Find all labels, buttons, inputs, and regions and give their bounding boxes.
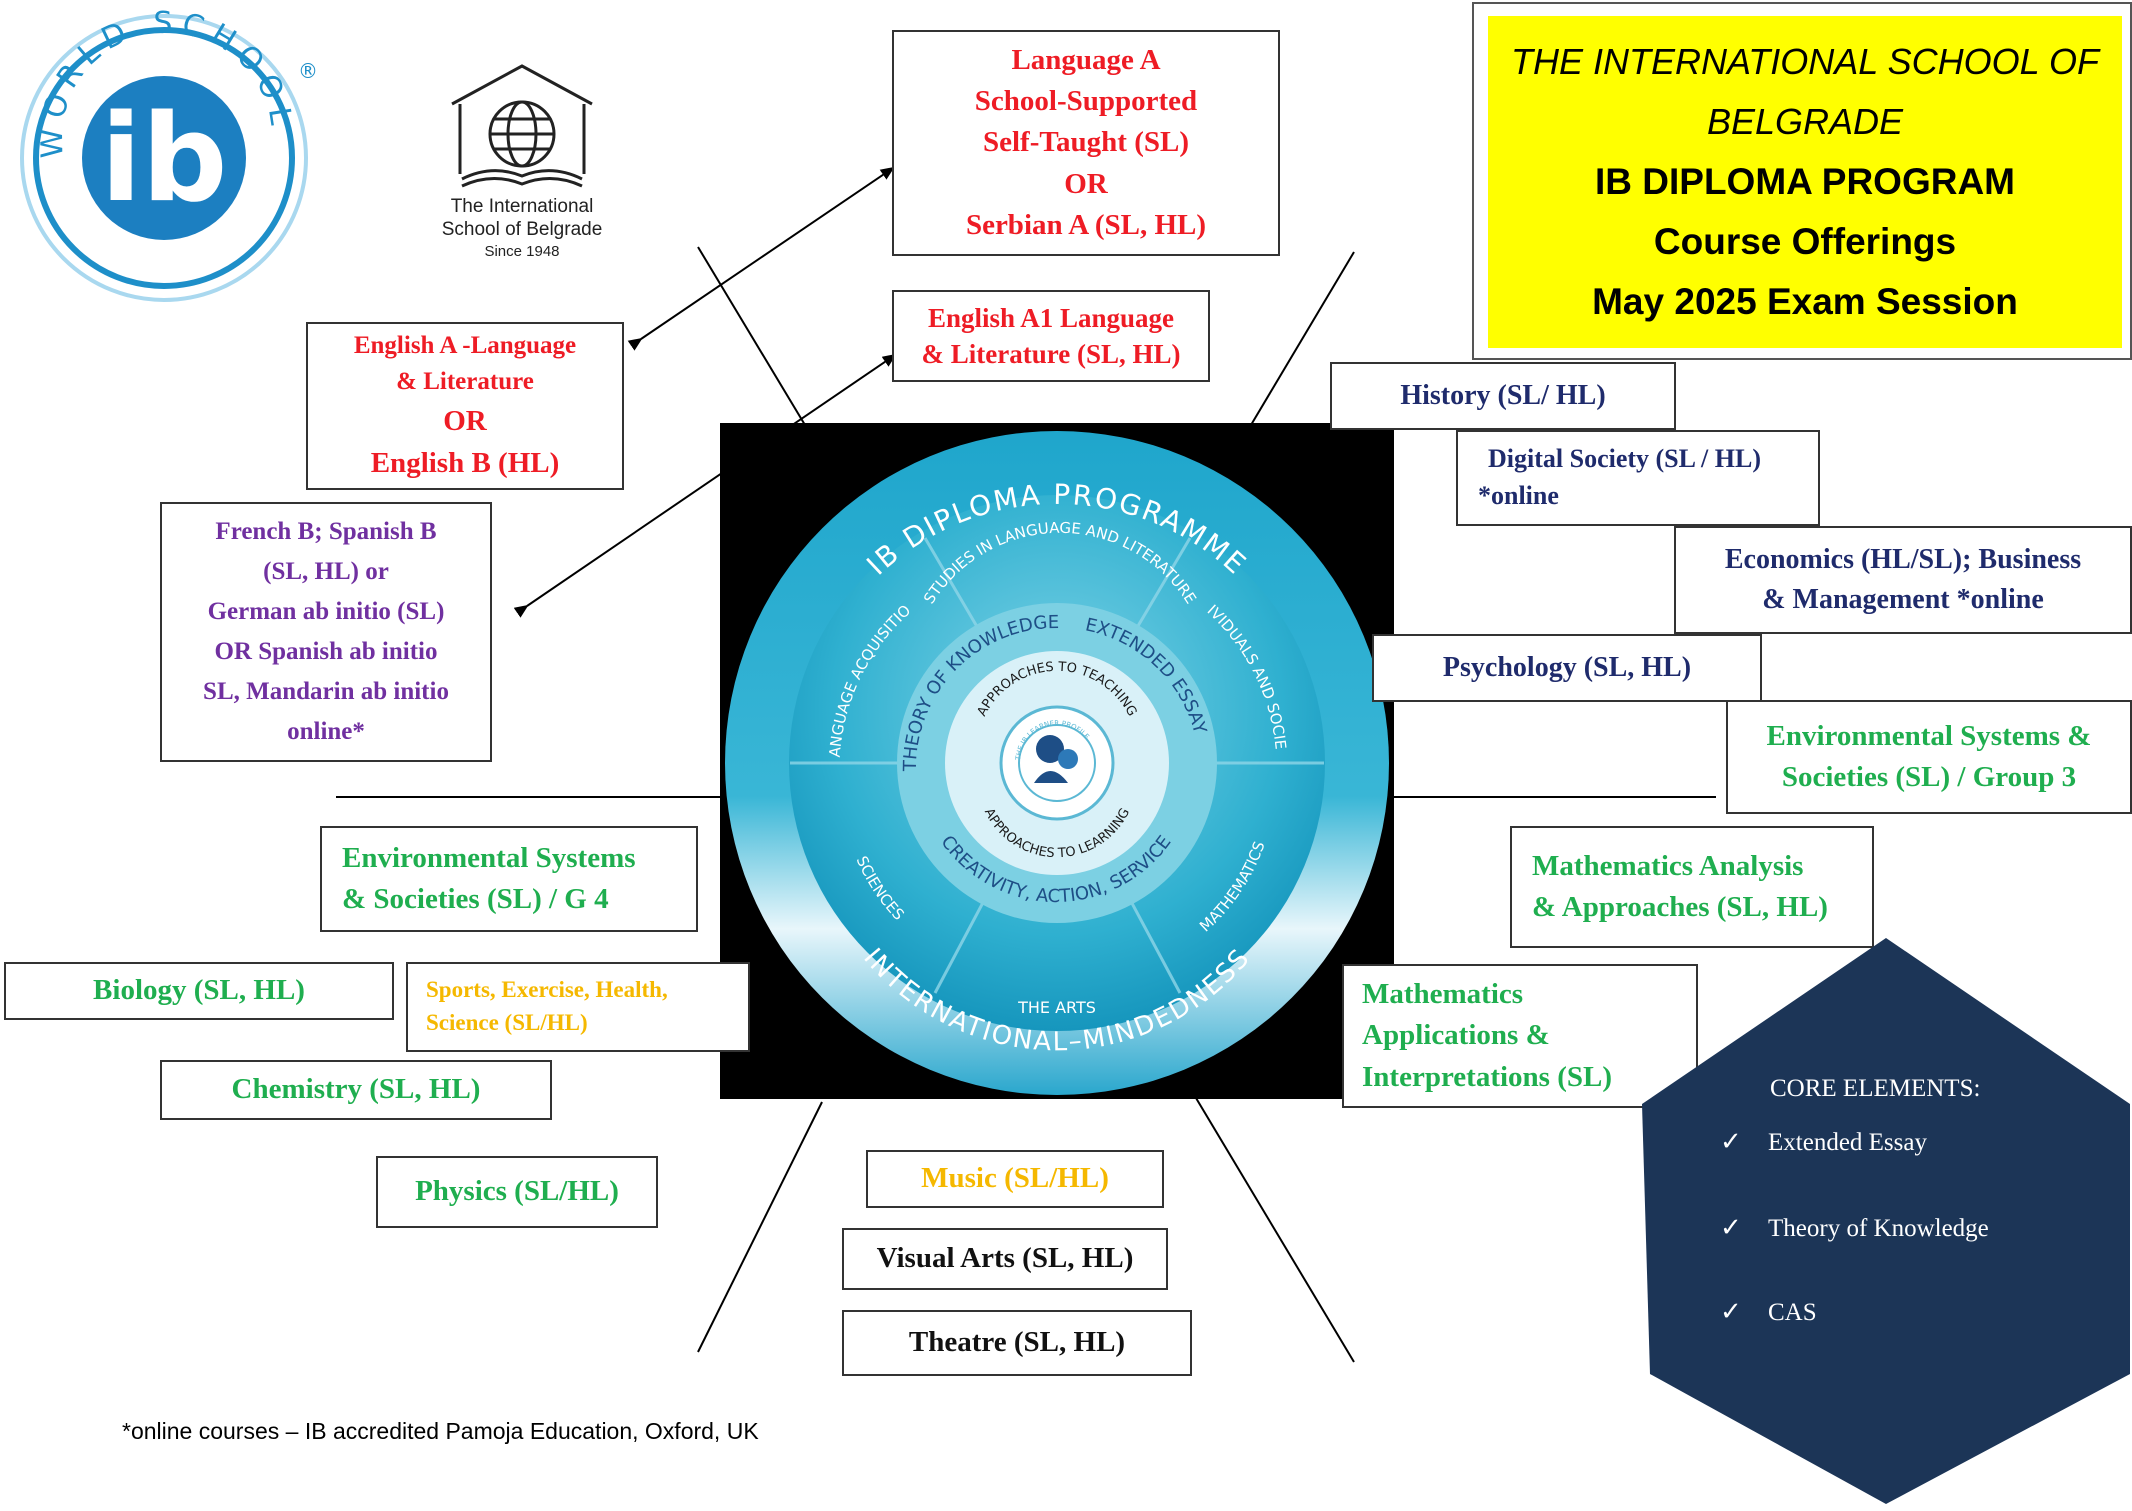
digital-society-line2: *online <box>1478 481 1559 510</box>
footnote: *online courses – IB accredited Pamoja E… <box>122 1418 759 1444</box>
core-item-cas: CAS <box>1768 1299 1817 1326</box>
language-b-line5: SL, Mandarin ab initio <box>203 678 449 705</box>
core-item-ee: Extended Essay <box>1768 1129 1927 1156</box>
check-icon: ✓ <box>1720 1297 1742 1326</box>
math-ai-box: Mathematics Applications & Interpretatio… <box>1342 964 1698 1108</box>
visual-arts-box: Visual Arts (SL, HL) <box>842 1228 1168 1290</box>
core-heading: CORE ELEMENTS: <box>1770 1075 1980 1102</box>
economics-line2: & Management *online <box>1762 584 2044 615</box>
economics-line1: Economics (HL/SL); Business <box>1724 544 2082 576</box>
check-icon: ✓ <box>1720 1213 1742 1242</box>
sehs-box: Sports, Exercise, Health, Science (SL/HL… <box>406 962 750 1052</box>
theatre-box: Theatre (SL, HL) <box>842 1310 1192 1376</box>
language-a-line4: OR <box>1064 167 1108 200</box>
sehs-line1: Sports, Exercise, Health, <box>426 977 668 1003</box>
learner-profile-faces-icon <box>1034 735 1078 783</box>
title-line2: BELGRADE <box>1706 101 1904 142</box>
ib-programme-wheel: IB DIPLOMA PROGRAMME INTERNATIONAL–MINDE… <box>714 409 1394 1099</box>
check-icon: ✓ <box>1720 1127 1742 1156</box>
core-elements-hexagon: CORE ELEMENTS: ✓ Extended Essay ✓ Theory… <box>1640 936 2132 1506</box>
digital-society-line1: Digital Society (SL / HL) <box>1488 444 1761 474</box>
isb-line2: School of Belgrade <box>442 219 603 240</box>
economics-box: Economics (HL/SL); Business & Management… <box>1674 526 2132 634</box>
isb-line3: Since 1948 <box>484 243 559 260</box>
english-a-line1: English A -Language <box>353 331 577 359</box>
language-b-line6: online* <box>287 718 365 745</box>
language-a-line1: Language A <box>1011 44 1161 77</box>
title-line4: Course Offerings <box>1653 221 1957 262</box>
language-a-line5: Serbian A (SL, HL) <box>965 208 1207 241</box>
title-line3: IB DIPLOMA PROGRAM <box>1594 161 2015 202</box>
core-item-tok: Theory of Knowledge <box>1768 1215 1989 1242</box>
math-aa-line1: Mathematics Analysis <box>1532 849 1804 882</box>
history-label: History (SL/ HL) <box>1400 380 1606 412</box>
english-a-lang-lit-box: English A -Language & Literature OR Engl… <box>306 322 624 490</box>
theatre-label: Theatre (SL, HL) <box>908 1326 1126 1359</box>
english-a-line3: OR <box>443 405 487 438</box>
math-ai-line1: Mathematics <box>1362 978 1524 1011</box>
chemistry-box: Chemistry (SL, HL) <box>160 1060 552 1120</box>
english-a-line2: & Literature <box>396 367 534 395</box>
language-a-box: Language A School-Supported Self-Taught … <box>892 30 1280 256</box>
language-b-line2: (SL, HL) or <box>263 558 389 585</box>
music-label: Music (SL/HL) <box>921 1162 1109 1195</box>
ess-g3-line1: Environmental Systems & <box>1766 719 2092 752</box>
math-ai-line3: Interpretations (SL) <box>1362 1060 1612 1093</box>
history-box: History (SL/ HL) <box>1330 362 1676 430</box>
math-aa-box: Mathematics Analysis & Approaches (SL, H… <box>1510 826 1874 948</box>
sehs-line2: Science (SL/HL) <box>426 1010 588 1035</box>
music-box: Music (SL/HL) <box>866 1150 1164 1208</box>
chemistry-label: Chemistry (SL, HL) <box>231 1073 481 1106</box>
ess-group3-box: Environmental Systems & Societies (SL) /… <box>1726 700 2132 814</box>
english-a1-line1: English A1 Language <box>927 302 1175 333</box>
english-a1-box: English A1 Language & Literature (SL, HL… <box>892 290 1210 382</box>
english-a1-line2: & Literature (SL, HL) <box>921 339 1181 369</box>
isb-logo: The International School of Belgrade Sin… <box>442 64 603 260</box>
language-a-line2: School-Supported <box>974 85 1198 118</box>
physics-label: Physics (SL/HL) <box>415 1175 619 1208</box>
title-line5: May 2025 Exam Session <box>1592 281 2018 322</box>
visual-arts-label: Visual Arts (SL, HL) <box>876 1242 1134 1275</box>
language-b-line1: French B; Spanish B <box>215 518 437 545</box>
title-line1: THE INTERNATIONAL SCHOOL OF <box>1510 41 2100 82</box>
biology-label: Biology (SL, HL) <box>93 974 305 1007</box>
psychology-box: Psychology (SL, HL) <box>1372 634 1762 702</box>
ib-world-school-logo: WORLD SCHOOL ib ® <box>20 8 318 302</box>
isb-line1: The International <box>451 196 594 217</box>
segment-the-arts: THE ARTS <box>1017 998 1096 1017</box>
registered-mark: ® <box>298 59 318 83</box>
math-aa-line2: & Approaches (SL, HL) <box>1532 891 1828 923</box>
language-b-box: French B; Spanish B (SL, HL) or German a… <box>160 502 492 762</box>
math-ai-line2: Applications & <box>1362 1019 1550 1052</box>
ess-g4-box: Environmental Systems & Societies (SL) /… <box>320 826 698 932</box>
biology-box: Biology (SL, HL) <box>4 962 394 1020</box>
language-a-line3: Self-Taught (SL) <box>982 126 1189 159</box>
language-b-line4: OR Spanish ab initio <box>214 638 438 665</box>
language-b-line3: German ab initio (SL) <box>207 598 445 625</box>
psychology-label: Psychology (SL, HL) <box>1442 652 1692 684</box>
ib-letters: ib <box>100 90 227 229</box>
title-box: THE INTERNATIONAL SCHOOL OF BELGRADE IB … <box>1472 2 2132 360</box>
english-a-line4: English B (HL) <box>370 447 560 480</box>
ess-g3-line2: Societies (SL) / Group 3 <box>1781 761 2077 793</box>
ess-g4-line1: Environmental Systems <box>342 841 636 874</box>
ess-g4-line2: & Societies (SL) / G 4 <box>342 883 609 915</box>
digital-society-box: Digital Society (SL / HL) *online <box>1456 430 1820 526</box>
physics-box: Physics (SL/HL) <box>376 1156 658 1228</box>
